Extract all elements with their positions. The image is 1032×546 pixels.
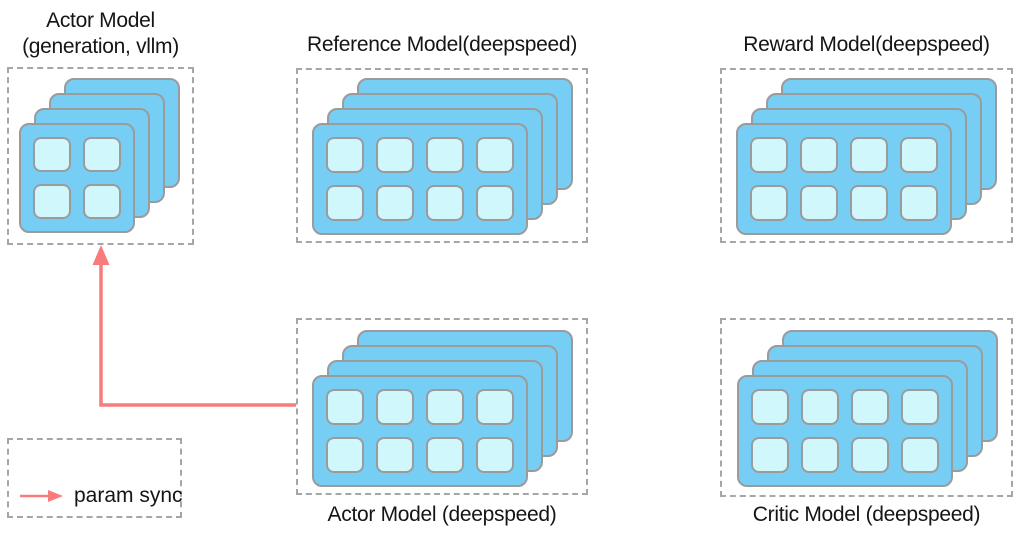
gpu-cell xyxy=(901,389,939,425)
gpu-cell xyxy=(900,185,938,221)
gpu-cell xyxy=(476,185,514,221)
param-sync-arrow-icon xyxy=(20,490,63,502)
gpu-cell xyxy=(83,184,121,219)
legend-entry: param sync xyxy=(19,484,183,508)
node-box-actor-model-deepspeed xyxy=(296,318,588,495)
gpu-cell xyxy=(850,185,888,221)
gpu-cell xyxy=(750,185,788,221)
gpu-cell xyxy=(426,137,464,173)
gpu-stack xyxy=(736,78,997,235)
gpu-cell xyxy=(33,184,71,219)
node-title-reward-model: Reward Model(deepspeed) xyxy=(743,33,990,56)
gpu-cell xyxy=(850,137,888,173)
gpu-cell xyxy=(326,137,364,173)
gpu-cell xyxy=(751,389,789,425)
gpu-cell xyxy=(326,185,364,221)
gpu-stack xyxy=(737,330,998,487)
gpu-stack xyxy=(312,330,573,487)
node-box-critic-model xyxy=(720,318,1013,497)
gpu-cell xyxy=(376,389,414,425)
gpu-cell xyxy=(326,389,364,425)
node-title-actor-model-vllm: Actor Model (generation, vllm) xyxy=(0,8,201,60)
gpu-card xyxy=(312,375,528,487)
gpu-cell xyxy=(750,137,788,173)
gpu-cell xyxy=(426,389,464,425)
gpu-cell xyxy=(33,137,71,172)
legend-label: param sync xyxy=(74,484,183,507)
gpu-cell xyxy=(376,437,414,473)
gpu-cell xyxy=(326,437,364,473)
gpu-cell xyxy=(426,437,464,473)
gpu-card xyxy=(312,123,528,235)
gpu-cell-grid xyxy=(739,377,951,485)
node-title-actor-model-deepspeed: Actor Model (deepspeed) xyxy=(327,503,557,526)
gpu-cell xyxy=(800,185,838,221)
node-title-critic-model: Critic Model (deepspeed) xyxy=(752,503,981,526)
gpu-stack xyxy=(312,78,573,235)
gpu-card xyxy=(19,123,135,233)
gpu-cell-grid xyxy=(21,125,133,231)
title-line-2: (generation, vllm) xyxy=(22,35,179,58)
gpu-cell xyxy=(900,137,938,173)
gpu-cell xyxy=(376,185,414,221)
gpu-cell xyxy=(851,389,889,425)
gpu-cell xyxy=(426,185,464,221)
node-box-reward-model xyxy=(720,68,1013,243)
node-box-reference-model xyxy=(296,68,588,243)
gpu-stack xyxy=(19,78,180,233)
gpu-cell xyxy=(800,137,838,173)
legend-box: param sync xyxy=(7,438,183,518)
param-sync-arrow xyxy=(92,245,296,407)
gpu-cell xyxy=(801,389,839,425)
gpu-card xyxy=(736,123,952,235)
node-box-actor-model-vllm xyxy=(7,67,194,245)
gpu-cell-grid xyxy=(314,125,526,233)
node-title-reference-model: Reference Model(deepspeed) xyxy=(306,33,578,56)
gpu-card xyxy=(737,375,953,487)
title-line-1: Actor Model xyxy=(46,9,155,32)
gpu-cell xyxy=(83,137,121,172)
gpu-cell xyxy=(801,437,839,473)
gpu-cell xyxy=(901,437,939,473)
gpu-cell-grid xyxy=(738,125,950,233)
gpu-cell xyxy=(476,389,514,425)
gpu-cell-grid xyxy=(314,377,526,485)
gpu-cell xyxy=(476,137,514,173)
gpu-cell xyxy=(476,437,514,473)
gpu-cell xyxy=(851,437,889,473)
gpu-cell xyxy=(751,437,789,473)
gpu-cell xyxy=(376,137,414,173)
